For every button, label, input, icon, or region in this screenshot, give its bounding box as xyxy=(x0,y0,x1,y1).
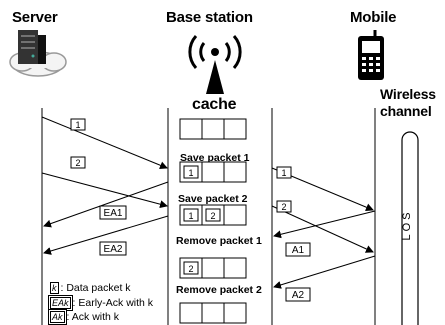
cached-packet-box xyxy=(205,208,221,222)
wireless-channel-title-line2: channel xyxy=(380,103,432,119)
legend-ack: Ak: Ack with k xyxy=(50,311,119,323)
antenna-icon xyxy=(188,35,242,94)
svg-text:2: 2 xyxy=(281,202,286,212)
cache-slot xyxy=(223,257,247,279)
label-ea2: EA2 xyxy=(99,241,127,256)
step-remove-packet-1: Remove packet 1 xyxy=(176,235,262,247)
cache-slot xyxy=(201,257,225,279)
cache-title: cache xyxy=(192,96,237,113)
legend-symbol: EAk xyxy=(50,297,71,309)
cache-row: 1 xyxy=(179,161,247,183)
label-packet-2-mobile: 2 xyxy=(276,200,292,213)
base-station-title: Base station xyxy=(166,9,253,26)
label-a1: A1 xyxy=(285,242,311,257)
cache-row xyxy=(179,302,247,324)
arrow-packet-2-mobile xyxy=(271,205,374,253)
arrow-a2 xyxy=(273,255,376,289)
svg-text:A2: A2 xyxy=(292,290,305,301)
svg-text:EA1: EA1 xyxy=(104,208,123,219)
cache-slot xyxy=(201,118,225,140)
mobile-title: Mobile xyxy=(350,9,397,26)
label-packet-1-server: 1 xyxy=(70,118,86,131)
cached-packet-number: 1 xyxy=(188,211,193,221)
svg-text:2: 2 xyxy=(75,158,80,168)
legend-symbol: k xyxy=(50,282,59,294)
cache-slot xyxy=(223,118,247,140)
cache-row xyxy=(179,118,247,140)
svg-text:1: 1 xyxy=(281,168,286,178)
legend-data-packet: k: Data packet k xyxy=(50,282,131,294)
server-cloud-icon xyxy=(9,30,67,77)
cached-packet-number: 2 xyxy=(210,211,215,221)
cache-slot xyxy=(223,302,247,324)
legend-symbol: Ak xyxy=(50,311,65,323)
svg-text:A1: A1 xyxy=(292,245,305,256)
legend-text: : Data packet k xyxy=(60,282,131,294)
label-ea1: EA1 xyxy=(99,205,127,220)
step-remove-packet-2: Remove packet 2 xyxy=(176,284,262,296)
cache-slot xyxy=(179,118,203,140)
step-save-packet-2: Save packet 2 xyxy=(178,193,248,205)
legend-text: : Early-Ack with k xyxy=(72,297,154,309)
wireless-channel-title-line1: Wireless xyxy=(380,86,436,102)
label-a2: A2 xyxy=(285,287,311,302)
arrow-a1 xyxy=(273,210,376,239)
arrow-packet-1-server xyxy=(41,116,168,170)
cache-slot xyxy=(179,302,203,324)
step-save-packet-1: Save packet 1 xyxy=(180,152,250,164)
cache-slot xyxy=(201,302,225,324)
los-label: LOS xyxy=(401,209,413,240)
arrow-packet-2-server xyxy=(41,172,168,209)
legend-text: : Ack with k xyxy=(66,311,120,323)
arrow-ea1 xyxy=(43,181,169,228)
arrow-ea2 xyxy=(43,215,169,255)
cached-packet-number: 1 xyxy=(188,168,193,178)
label-packet-1-mobile: 1 xyxy=(276,166,292,179)
svg-text:1: 1 xyxy=(75,120,80,130)
svg-text:EA2: EA2 xyxy=(104,244,123,255)
cached-packet-number: 2 xyxy=(188,264,193,274)
mobile-phone-icon xyxy=(358,30,384,80)
los-channel-bar: LOS xyxy=(401,131,419,325)
cached-packet-box xyxy=(183,261,199,275)
cached-packet-box xyxy=(183,165,199,179)
cache-slot xyxy=(201,161,225,183)
legend-early-ack: EAk: Early-Ack with k xyxy=(50,297,153,309)
cached-packet-box xyxy=(183,208,199,222)
cache-row: 2 xyxy=(179,257,247,279)
cache-slot xyxy=(223,204,247,226)
server-title: Server xyxy=(12,9,58,26)
label-packet-2-server: 2 xyxy=(70,156,86,169)
cache-slot xyxy=(223,161,247,183)
